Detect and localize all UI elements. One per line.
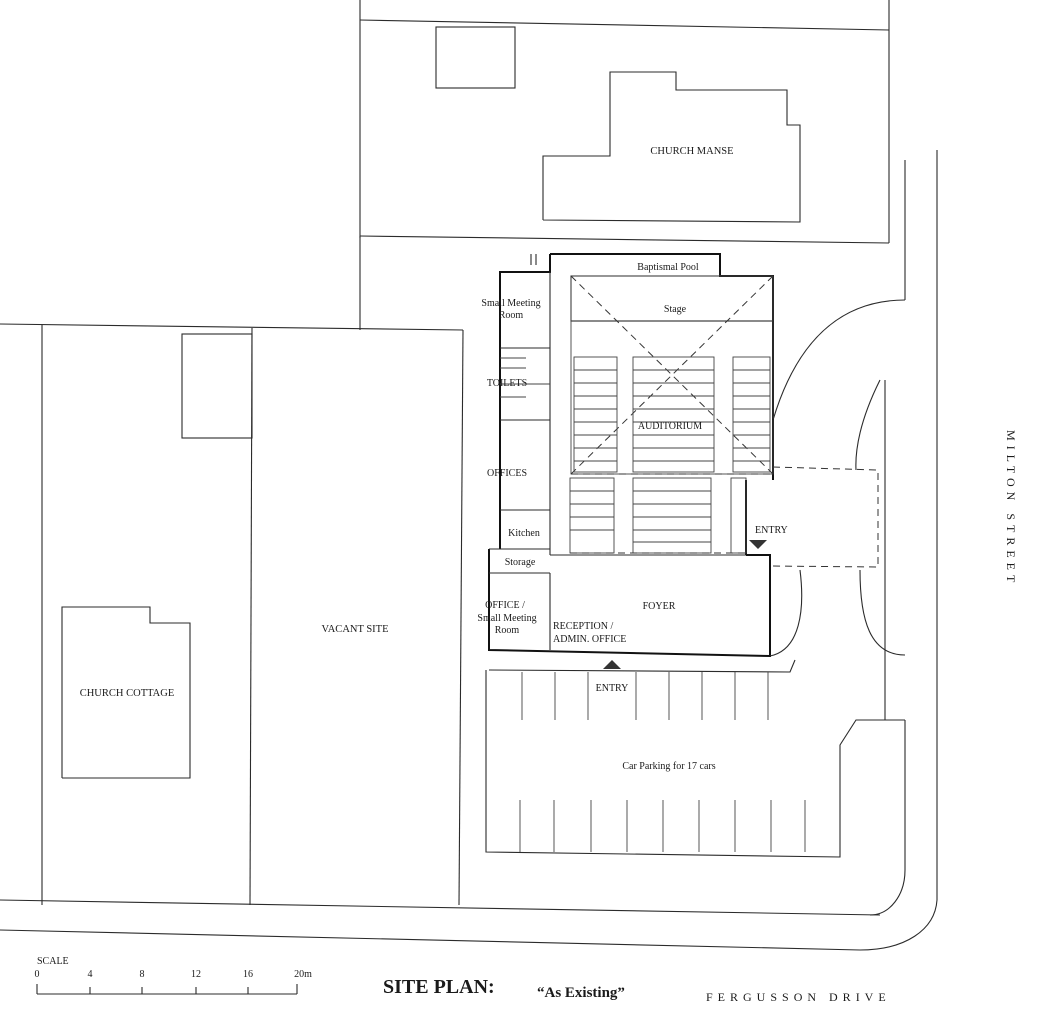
- site-plan-title: SITE PLAN:: [383, 976, 495, 998]
- front-entry-arrow: [603, 660, 621, 669]
- foyer-label: FOYER: [643, 601, 676, 612]
- street-edges: [0, 150, 938, 951]
- fergusson-drive-label: FERGUSSON DRIVE: [706, 990, 891, 1004]
- scale-tick-0: 0: [35, 969, 40, 980]
- scale-tick-3: 12: [191, 969, 201, 980]
- vacant-site-label: VACANT SITE: [322, 624, 389, 635]
- driveway: [769, 299, 906, 657]
- milton-street-label: MILTON STREET: [1004, 430, 1018, 587]
- auditorium-label: AUDITORIUM: [638, 421, 702, 432]
- site-plan-subtitle: “As Existing”: [537, 985, 625, 1001]
- kitchen-label: Kitchen: [508, 528, 540, 539]
- small-meeting-room-label-2: Room: [499, 310, 524, 321]
- small-meeting-room-label: Small Meeting: [481, 298, 540, 309]
- scale-title: SCALE: [37, 956, 69, 967]
- reception-label-1: RECEPTION /: [553, 621, 614, 632]
- church-manse: CHURCH MANSE: [435, 26, 801, 223]
- church-building: Baptismal Pool Stage: [477, 253, 788, 694]
- church-cottage: CHURCH COTTAGE: [61, 333, 253, 779]
- church-cottage-label: CHURCH COTTAGE: [80, 688, 175, 699]
- scale-tick-4: 16: [243, 969, 253, 980]
- side-entry-arrow: [749, 540, 767, 549]
- scale-tick-2: 8: [140, 969, 145, 980]
- car-park: Car Parking for 17 cars: [485, 659, 905, 858]
- storage-label: Storage: [505, 557, 536, 568]
- office-small-meeting-label-2: Small Meeting: [477, 613, 536, 624]
- baptismal-pool-label: Baptismal Pool: [637, 262, 699, 273]
- reception-label-2: ADMIN. OFFICE: [553, 634, 626, 645]
- pews-upper: [573, 356, 771, 473]
- office-small-meeting-label-1: OFFICE /: [485, 600, 525, 611]
- lot-boundaries: [0, 0, 890, 916]
- car-parking-label: Car Parking for 17 cars: [622, 761, 715, 772]
- side-entry-label: ENTRY: [755, 525, 788, 536]
- office-small-meeting-label-3: Room: [495, 625, 520, 636]
- front-entry-label: ENTRY: [596, 683, 629, 694]
- church-manse-label: CHURCH MANSE: [650, 146, 733, 157]
- offices-label: OFFICES: [487, 468, 527, 479]
- toilets-label: TOILETS: [487, 378, 527, 389]
- scale-bar: SCALE 0 4 8 12 16 20m: [35, 956, 312, 995]
- stage-label: Stage: [664, 304, 687, 315]
- scale-tick-5: 20m: [294, 969, 312, 980]
- scale-tick-1: 4: [88, 969, 93, 980]
- left-wing-rooms: [489, 272, 746, 650]
- pews-lower: [569, 477, 747, 554]
